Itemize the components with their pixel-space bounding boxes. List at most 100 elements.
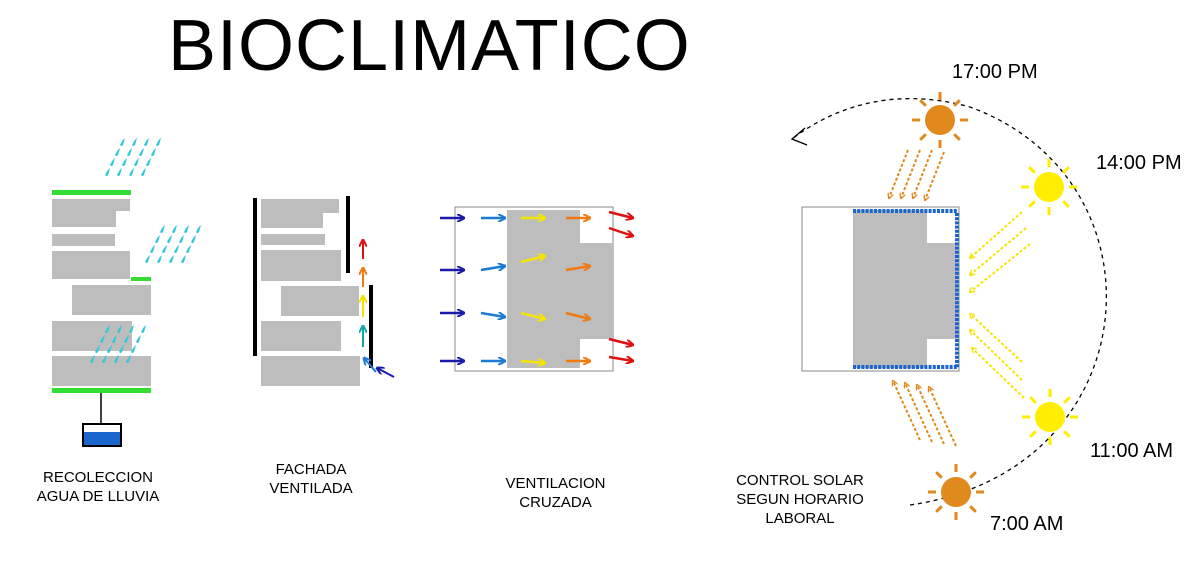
louver — [861, 209, 865, 213]
louver — [955, 355, 959, 359]
sun-ray-stroke — [1028, 200, 1036, 208]
louver — [955, 309, 959, 313]
wind-arrow — [520, 311, 545, 319]
louver — [941, 209, 945, 213]
sun-ray-stroke — [919, 133, 927, 141]
rain-drop — [139, 148, 144, 156]
sun-ray-stroke — [1029, 430, 1037, 438]
rain-drop — [126, 355, 131, 363]
wind-arrow-exit — [608, 226, 633, 236]
louver — [955, 255, 959, 258]
sun-ray-stroke — [969, 471, 977, 479]
sun-icon — [1022, 389, 1078, 445]
time-label-1100: 11:00 AM — [1090, 440, 1174, 462]
facade-panel — [369, 285, 373, 368]
louver — [955, 271, 959, 275]
building-block — [261, 234, 325, 245]
air-arrow — [377, 368, 395, 378]
louver — [949, 209, 953, 213]
air-arrow — [364, 358, 377, 373]
louver — [955, 280, 959, 284]
louver — [937, 365, 940, 369]
building-block — [52, 234, 115, 246]
sun-ray-stroke — [1062, 200, 1070, 208]
louver — [916, 209, 919, 213]
louver — [955, 334, 959, 338]
cross-ventilation-diagram — [440, 206, 633, 372]
sun-ray-stroke — [935, 505, 943, 513]
rain-drop — [105, 168, 110, 176]
sun-ray — [913, 149, 933, 198]
louver — [878, 209, 882, 213]
tank-water — [84, 432, 120, 445]
rain-drop — [136, 335, 141, 343]
louver — [941, 365, 945, 369]
louver — [955, 263, 959, 267]
louver — [882, 365, 886, 369]
louver — [955, 238, 959, 242]
building-block — [261, 356, 360, 386]
caption-line: VENTILADA — [269, 480, 353, 497]
green-roof — [52, 190, 131, 195]
time-label-1400: 14:00 PM — [1096, 152, 1182, 174]
louver — [907, 365, 911, 369]
caption-line: CRUZADA — [519, 494, 592, 511]
wind-arrow-exit — [608, 210, 633, 218]
building-block — [281, 286, 359, 316]
louver — [874, 365, 877, 369]
page-title: BIOCLIMATICO — [168, 6, 691, 86]
louver — [920, 365, 924, 369]
rain-drop — [117, 325, 122, 333]
caption-solar-control: CONTROL SOLAR SEGUN HORARIO LABORAL — [730, 471, 870, 528]
louver — [955, 250, 959, 254]
louver — [857, 365, 861, 369]
sun-ray — [970, 330, 1023, 381]
louver — [955, 318, 959, 321]
louver — [899, 365, 903, 369]
louver — [916, 365, 919, 369]
louver — [955, 225, 959, 229]
rain-drops — [90, 138, 201, 363]
louver — [955, 246, 959, 250]
sun-disc — [1034, 172, 1064, 202]
rain-drop — [155, 235, 160, 243]
louver — [907, 209, 911, 213]
rain-drop — [146, 158, 151, 166]
louver — [955, 330, 959, 334]
building-block — [52, 356, 151, 386]
louver — [899, 209, 903, 213]
sun-ray — [970, 314, 1023, 363]
wind-arrow — [565, 311, 590, 319]
louver — [920, 209, 924, 213]
caption-line: VENTILACION — [505, 475, 606, 492]
sun-ray — [970, 211, 1023, 258]
rain-drop — [132, 138, 137, 146]
facade-panel — [346, 196, 350, 273]
rain-drop — [160, 225, 165, 233]
louver — [869, 365, 873, 369]
louver — [890, 365, 894, 369]
building-block — [261, 321, 341, 351]
wind-arrow — [480, 311, 505, 317]
wind-arrow — [480, 266, 505, 272]
suns — [912, 92, 1078, 520]
sun-ray — [972, 348, 1025, 399]
rain-drop — [107, 345, 112, 353]
sun-ray — [970, 227, 1027, 275]
louver — [903, 365, 907, 369]
louver — [928, 209, 932, 213]
rain-drop — [115, 148, 120, 156]
time-label-1700: 17:00 PM — [952, 61, 1038, 83]
building-mass — [853, 210, 959, 368]
sun-ray-stroke — [1029, 396, 1037, 404]
sunshade-louvers — [853, 209, 959, 369]
rain-drop — [95, 345, 100, 353]
wind-arrow — [565, 266, 590, 272]
caption-rain-collection: RECOLECCION AGUA DE LLUVIA — [18, 468, 178, 506]
room-mass — [507, 210, 613, 368]
louver — [903, 209, 907, 213]
rain-drop — [122, 158, 127, 166]
arc-arrow-head — [790, 127, 808, 146]
louver — [955, 326, 959, 330]
